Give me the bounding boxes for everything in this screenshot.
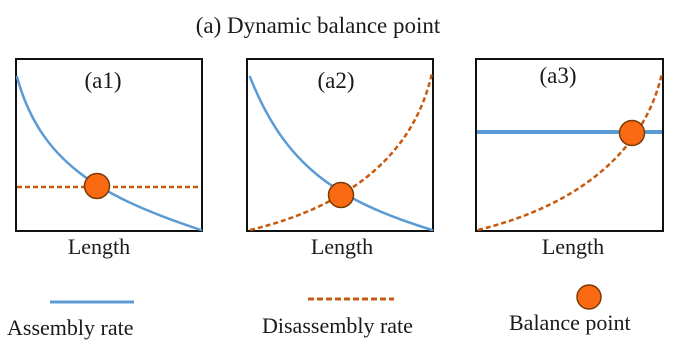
legend-balance-label: Balance point bbox=[509, 310, 631, 335]
legend: Assembly rate Disassembly rate Balance p… bbox=[7, 284, 631, 340]
panel-a1-frame bbox=[15, 58, 203, 232]
panel-a2-frame bbox=[246, 58, 434, 232]
panel-a2-assembly-curve bbox=[248, 75, 434, 232]
panel-a1-label: (a1) bbox=[84, 68, 121, 93]
panel-a2-disassembly-curve bbox=[249, 72, 434, 232]
panel-a3-xlabel: Length bbox=[542, 234, 604, 259]
panel-a3-frame bbox=[475, 58, 664, 232]
legend-disassembly-label: Disassembly rate bbox=[262, 313, 413, 338]
panel-a3: (a3) Length bbox=[475, 58, 664, 259]
panel-a3-balance-point bbox=[618, 119, 646, 147]
panel-a1-balance-point bbox=[83, 172, 111, 200]
panel-a1-assembly-curve bbox=[15, 75, 203, 232]
panel-a2-label: (a2) bbox=[317, 68, 354, 93]
panel-a1: (a1) Length bbox=[15, 58, 203, 259]
panel-a3-disassembly-curve bbox=[477, 72, 664, 232]
figure-title: (a) Dynamic balance point bbox=[196, 13, 441, 38]
legend-assembly-label: Assembly rate bbox=[7, 315, 133, 340]
legend-balance-point bbox=[576, 284, 602, 310]
panel-a2: (a2) Length bbox=[246, 58, 434, 259]
panel-a2-xlabel: Length bbox=[311, 234, 373, 259]
panel-a2-balance-point bbox=[327, 181, 355, 209]
panel-a3-label: (a3) bbox=[539, 63, 576, 88]
panel-a1-xlabel: Length bbox=[68, 234, 130, 259]
